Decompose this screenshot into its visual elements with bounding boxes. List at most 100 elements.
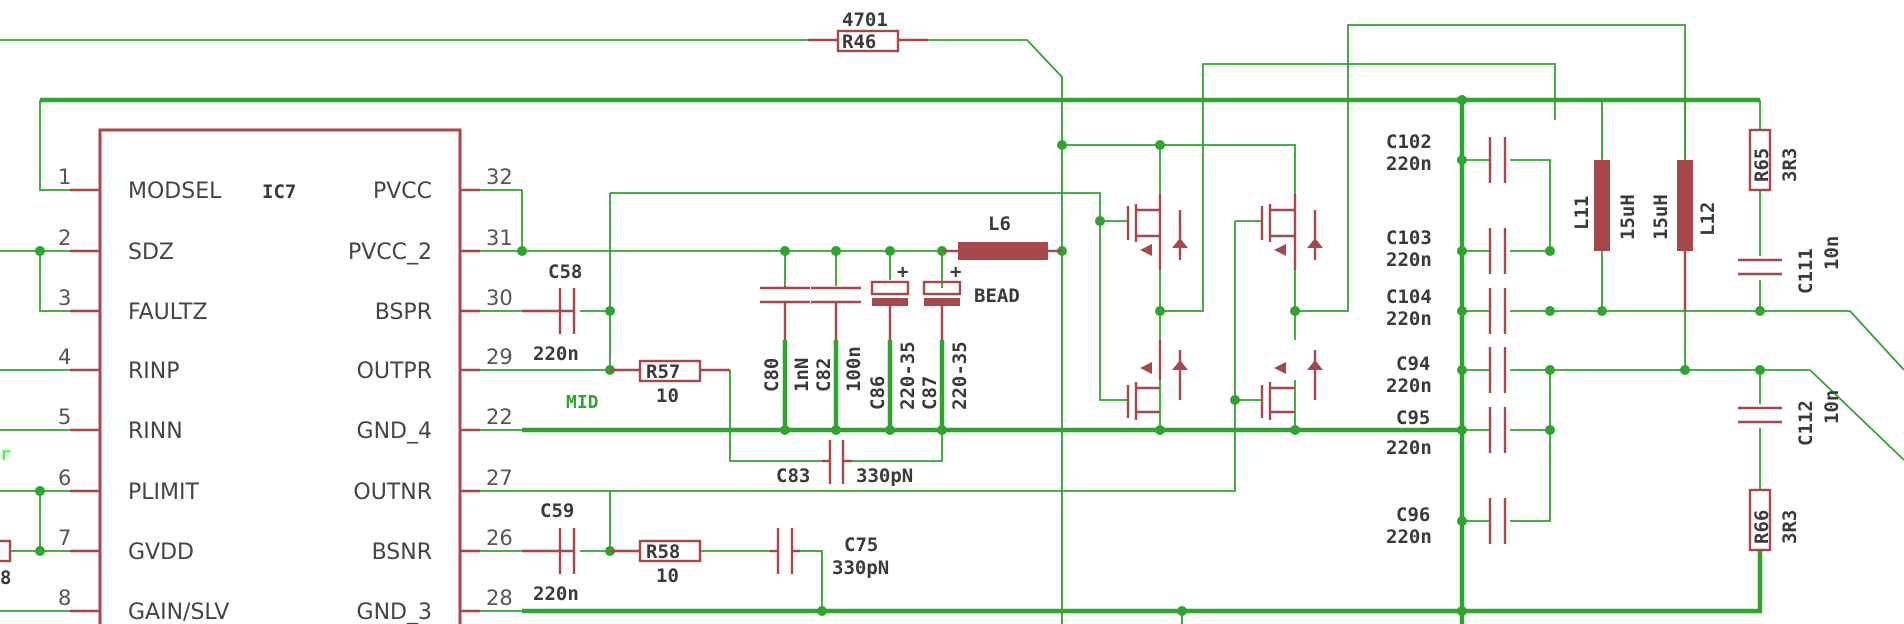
c95-ref: C95 (1396, 407, 1430, 429)
r58-ref: R58 (646, 541, 680, 563)
c59-ref: C59 (540, 500, 574, 522)
capacitor-c87[interactable]: + C87 220-35 (919, 261, 971, 410)
r58-value: 10 (656, 565, 679, 587)
pin-name: OUTNR (353, 480, 432, 505)
inductor-l6[interactable]: L6 BEAD (942, 213, 1062, 307)
capacitor-c103[interactable]: C103 220n (1386, 227, 1507, 274)
c103-ref: C103 (1386, 227, 1432, 249)
pin-number: 7 (58, 526, 71, 550)
c94-value: 220n (1386, 375, 1432, 397)
r66-value: 3R3 (1779, 510, 1801, 544)
pin-number: 32 (486, 165, 513, 189)
capacitor-c111[interactable]: C111 10n (1738, 236, 1843, 294)
left-edge-fragments: r 8 (0, 444, 11, 589)
c82-ref: C82 (813, 358, 835, 392)
pin-name: PVCC (373, 179, 432, 204)
pin-name: MODSEL (128, 179, 222, 204)
c112-value: 10n (1821, 390, 1843, 424)
pin-name: SDZ (128, 240, 174, 265)
pin-name: PLIMIT (128, 480, 199, 505)
capacitor-c112[interactable]: C112 10n (1738, 390, 1843, 446)
l12-value: 15uH (1650, 194, 1672, 240)
net-label-mid: MID (566, 392, 599, 413)
pin-number: 31 (486, 226, 513, 250)
capacitor-c95[interactable]: C95 220n (1386, 407, 1507, 459)
l11-value: 15uH (1617, 194, 1639, 240)
c96-value: 220n (1386, 526, 1432, 548)
pin-name: FAULTZ (128, 300, 208, 325)
pin-number: 5 (58, 405, 71, 429)
capacitor-c80[interactable]: C80 1nN (760, 286, 813, 392)
capacitor-c104[interactable]: C104 220n (1386, 286, 1507, 334)
resistor-r46[interactable]: R46 4701 (808, 9, 928, 53)
pin-number: 27 (486, 466, 513, 490)
pin-number: 8 (58, 586, 71, 610)
r65-value: 3R3 (1779, 148, 1801, 182)
l11-ref: L11 (1571, 196, 1593, 230)
capacitor-c75[interactable]: C75 330pN (770, 528, 889, 579)
pin-name: BSPR (375, 300, 432, 325)
pin-name: BSNR (372, 540, 432, 565)
pin-number: 1 (58, 165, 71, 189)
c112-ref: C112 (1795, 400, 1817, 446)
pin-number: 4 (58, 345, 71, 369)
c86-polarity: + (897, 261, 908, 283)
c86-value: 220-35 (897, 341, 919, 410)
r66-ref: R66 (1751, 510, 1773, 544)
c75-value: 330pN (832, 557, 889, 579)
r57-value: 10 (656, 385, 679, 407)
pin-name: RINP (128, 359, 180, 384)
c82-value: 100n (843, 346, 865, 392)
c58-ref: C58 (548, 261, 582, 283)
capacitor-c83[interactable]: C83 330pN (776, 440, 913, 487)
mosfet-q1-high[interactable] (1126, 194, 1188, 270)
c102-ref: C102 (1386, 131, 1432, 153)
capacitor-c82[interactable]: C82 100n (811, 286, 865, 392)
inductor-l12[interactable]: 15uH L12 (1650, 160, 1719, 311)
r65-ref: R65 (1751, 148, 1773, 182)
capacitor-c96[interactable]: C96 220n (1386, 498, 1507, 548)
l12-ref: L12 (1697, 202, 1719, 236)
wires (0, 24, 1904, 624)
mosfet-q4-low[interactable] (1260, 350, 1323, 420)
resistor-r66[interactable]: R66 3R3 (1748, 488, 1801, 552)
pin-name: GND_3 (357, 600, 432, 624)
pin-number: 6 (58, 466, 71, 490)
resistor-fragment-label: 8 (0, 567, 11, 589)
capacitor-c86[interactable]: + C86 220-35 (867, 261, 919, 410)
ic7-package[interactable]: IC7 (70, 128, 480, 624)
resistor-r57[interactable]: R57 10 (610, 359, 730, 407)
ic7-left-pins: 1 MODSEL 2 SDZ 3 FAULTZ 4 RINP 5 RINN 6 … (58, 165, 229, 624)
c111-ref: C111 (1795, 248, 1817, 294)
resistor-r58[interactable]: R58 10 (610, 539, 702, 587)
mosfet-q3-high[interactable] (1260, 194, 1323, 270)
c86-ref: C86 (867, 376, 889, 410)
c111-value: 10n (1821, 236, 1843, 270)
l6-value: BEAD (974, 285, 1020, 307)
resistor-r65[interactable]: R65 3R3 (1748, 128, 1801, 192)
pin-name: GND_4 (357, 419, 432, 444)
c95-value: 220n (1386, 437, 1432, 459)
ic7-right-pins: 32 PVCC 31 PVCC_2 30 BSPR 29 OUTPR 22 GN… (348, 165, 513, 624)
c58-value: 220n (533, 343, 579, 365)
ic7-ref: IC7 (262, 181, 296, 203)
pin-number: 26 (486, 526, 513, 550)
pin-name: RINN (128, 419, 183, 444)
c83-value: 330pN (856, 465, 913, 487)
c75-ref: C75 (844, 534, 878, 556)
pin-name: GAIN/SLV (128, 600, 229, 624)
inductor-l11[interactable]: L11 15uH (1571, 160, 1639, 251)
junctions (35, 95, 1765, 616)
c103-value: 220n (1386, 249, 1432, 271)
capacitor-c58[interactable]: C58 220n (522, 261, 582, 365)
mosfet-q2-low[interactable] (1126, 340, 1188, 420)
pin-name: PVCC_2 (348, 240, 432, 265)
c96-ref: C96 (1396, 504, 1430, 526)
c94-ref: C94 (1396, 353, 1430, 375)
capacitor-c102[interactable]: C102 220n (1386, 131, 1507, 183)
capacitor-c59[interactable]: C59 220n (522, 500, 579, 605)
capacitor-c94[interactable]: C94 220n (1386, 347, 1507, 397)
pin-number: 3 (58, 286, 71, 310)
r46-value: 4701 (842, 9, 888, 31)
